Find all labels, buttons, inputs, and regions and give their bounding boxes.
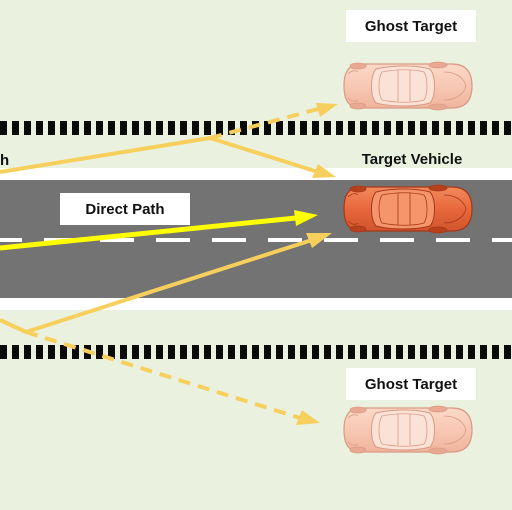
reflected-path-bottom-to-target bbox=[25, 238, 313, 334]
arrowhead-direct bbox=[294, 210, 318, 226]
target-vehicle-label: Target Vehicle bbox=[361, 150, 463, 168]
arrowhead-reflected-top bbox=[312, 164, 336, 178]
ghost-car-icon bbox=[344, 406, 472, 454]
ghost-target-label-bottom: Ghost Target bbox=[346, 368, 476, 400]
arrowhead-reflected-bottom bbox=[306, 233, 332, 248]
car-icon bbox=[344, 185, 472, 233]
ghost-car-icon bbox=[344, 62, 472, 110]
arrowhead-ghost-top bbox=[316, 103, 338, 117]
cut-off-path-label: h bbox=[0, 151, 10, 169]
reflected-path-top-incoming bbox=[0, 136, 211, 174]
ghost-target-label-top: Ghost Target bbox=[346, 10, 476, 42]
arrowhead-ghost-bottom bbox=[296, 410, 320, 425]
reflected-path-bottom-incoming bbox=[0, 318, 27, 334]
ghost-path-bottom bbox=[25, 330, 301, 420]
direct-path-line bbox=[0, 215, 297, 251]
direct-path-label: Direct Path bbox=[60, 193, 190, 225]
reflected-path-top-to-target bbox=[209, 136, 319, 174]
